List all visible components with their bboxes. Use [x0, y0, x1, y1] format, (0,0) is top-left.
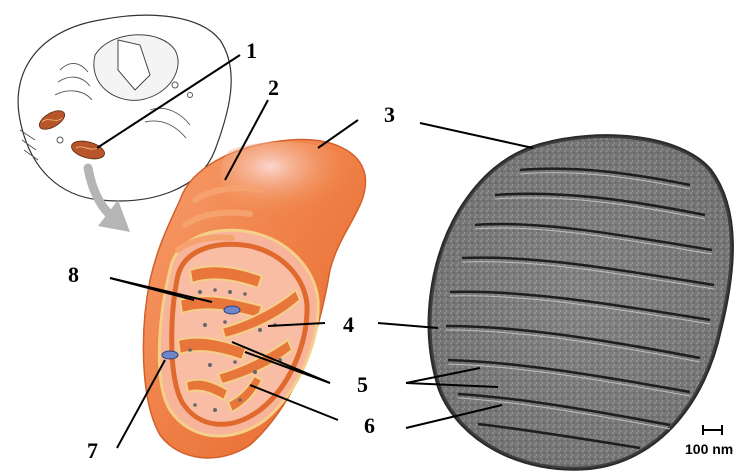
label-6: 6 [364, 413, 375, 438]
label-7: 7 [87, 438, 98, 463]
scale-bar-label: 100 nm [685, 441, 733, 457]
label-4: 4 [343, 312, 354, 337]
label-3: 3 [384, 102, 395, 127]
scale-bar: 100 nm [685, 425, 733, 457]
leader-3b [420, 123, 533, 148]
label-8: 8 [68, 262, 79, 287]
label-2: 2 [268, 75, 279, 100]
label-1: 1 [246, 38, 257, 63]
label-5: 5 [357, 372, 368, 397]
em-micrograph [430, 136, 732, 469]
leader-3 [318, 120, 358, 148]
